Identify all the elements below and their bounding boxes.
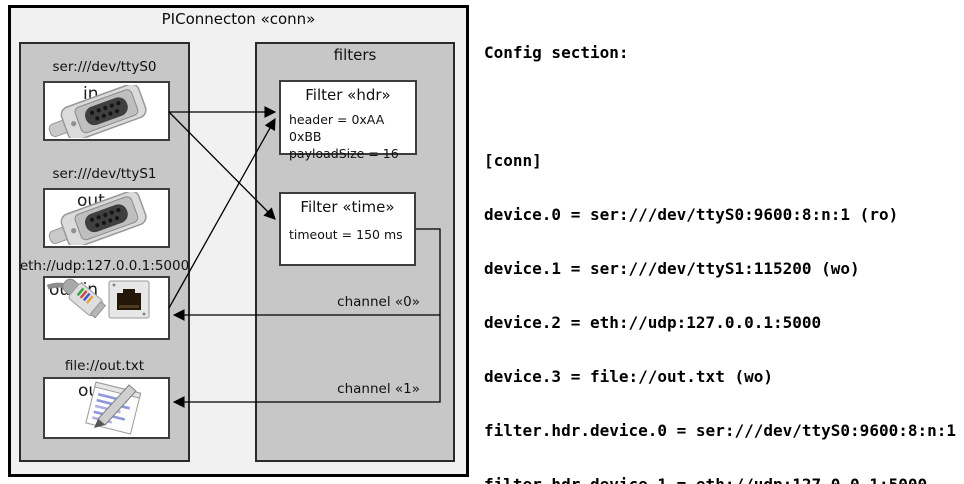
- device-label-ttys0: ser:///dev/ttyS0: [52, 59, 157, 75]
- channel-1-label: channel «1»: [337, 381, 420, 397]
- config-line: device.0 = ser:///dev/ttyS0:9600:8:n:1 (…: [484, 205, 899, 224]
- config-line: [conn]: [484, 151, 542, 170]
- device-label-eth: eth://udp:127.0.0.1:5000: [19, 258, 190, 274]
- ethernet-port-icon: [46, 278, 150, 319]
- channel-0-label: channel «0»: [337, 294, 420, 310]
- diagram-title: PIConnecton «conn»: [161, 10, 316, 28]
- config-line: filter.hdr.device.0 = ser:///dev/ttyS0:9…: [484, 421, 957, 440]
- filter-box-time: Filter «time» timeout = 150 ms: [279, 192, 416, 266]
- filters-panel-title: filters: [333, 46, 377, 64]
- device-label-ttys1: ser:///dev/ttyS1: [52, 166, 157, 182]
- device-box-ttys0: in: [43, 81, 170, 141]
- config-line: device.3 = file://out.txt (wo): [484, 367, 773, 386]
- filter-params: timeout = 150 ms: [289, 226, 403, 243]
- filter-param: header = 0xAA 0xBB: [289, 112, 385, 144]
- device-box-ttys1: out: [43, 188, 170, 248]
- device-box-eth: out/in: [43, 276, 170, 340]
- serial-connector-icon: [48, 85, 147, 138]
- filter-title: Filter «time»: [300, 198, 395, 216]
- notepad-icon: [85, 381, 142, 435]
- device-label-file: file://out.txt: [64, 358, 145, 374]
- config-line: device.1 = ser:///dev/ttyS1:115200 (wo): [484, 259, 860, 278]
- config-line: filter.hdr.device.1 = eth://udp:127.0.0.…: [484, 476, 962, 484]
- config-lines: [conn] device.0 = ser:///dev/ttyS0:9600:…: [484, 116, 962, 484]
- filter-param: payloadSize = 16: [289, 146, 399, 161]
- filter-box-hdr: Filter «hdr» header = 0xAA 0xBB payloadS…: [279, 80, 417, 161]
- config-section: Config section: [conn] device.0 = ser://…: [484, 8, 962, 484]
- serial-connector-icon: [48, 192, 147, 245]
- device-box-file: out: [43, 377, 170, 439]
- config-line: device.2 = eth://udp:127.0.0.1:5000: [484, 313, 822, 332]
- config-heading: Config section:: [484, 43, 629, 62]
- filter-title: Filter «hdr»: [305, 86, 391, 104]
- filter-param: timeout = 150 ms: [289, 227, 403, 242]
- filter-params: header = 0xAA 0xBB payloadSize = 16: [289, 111, 415, 162]
